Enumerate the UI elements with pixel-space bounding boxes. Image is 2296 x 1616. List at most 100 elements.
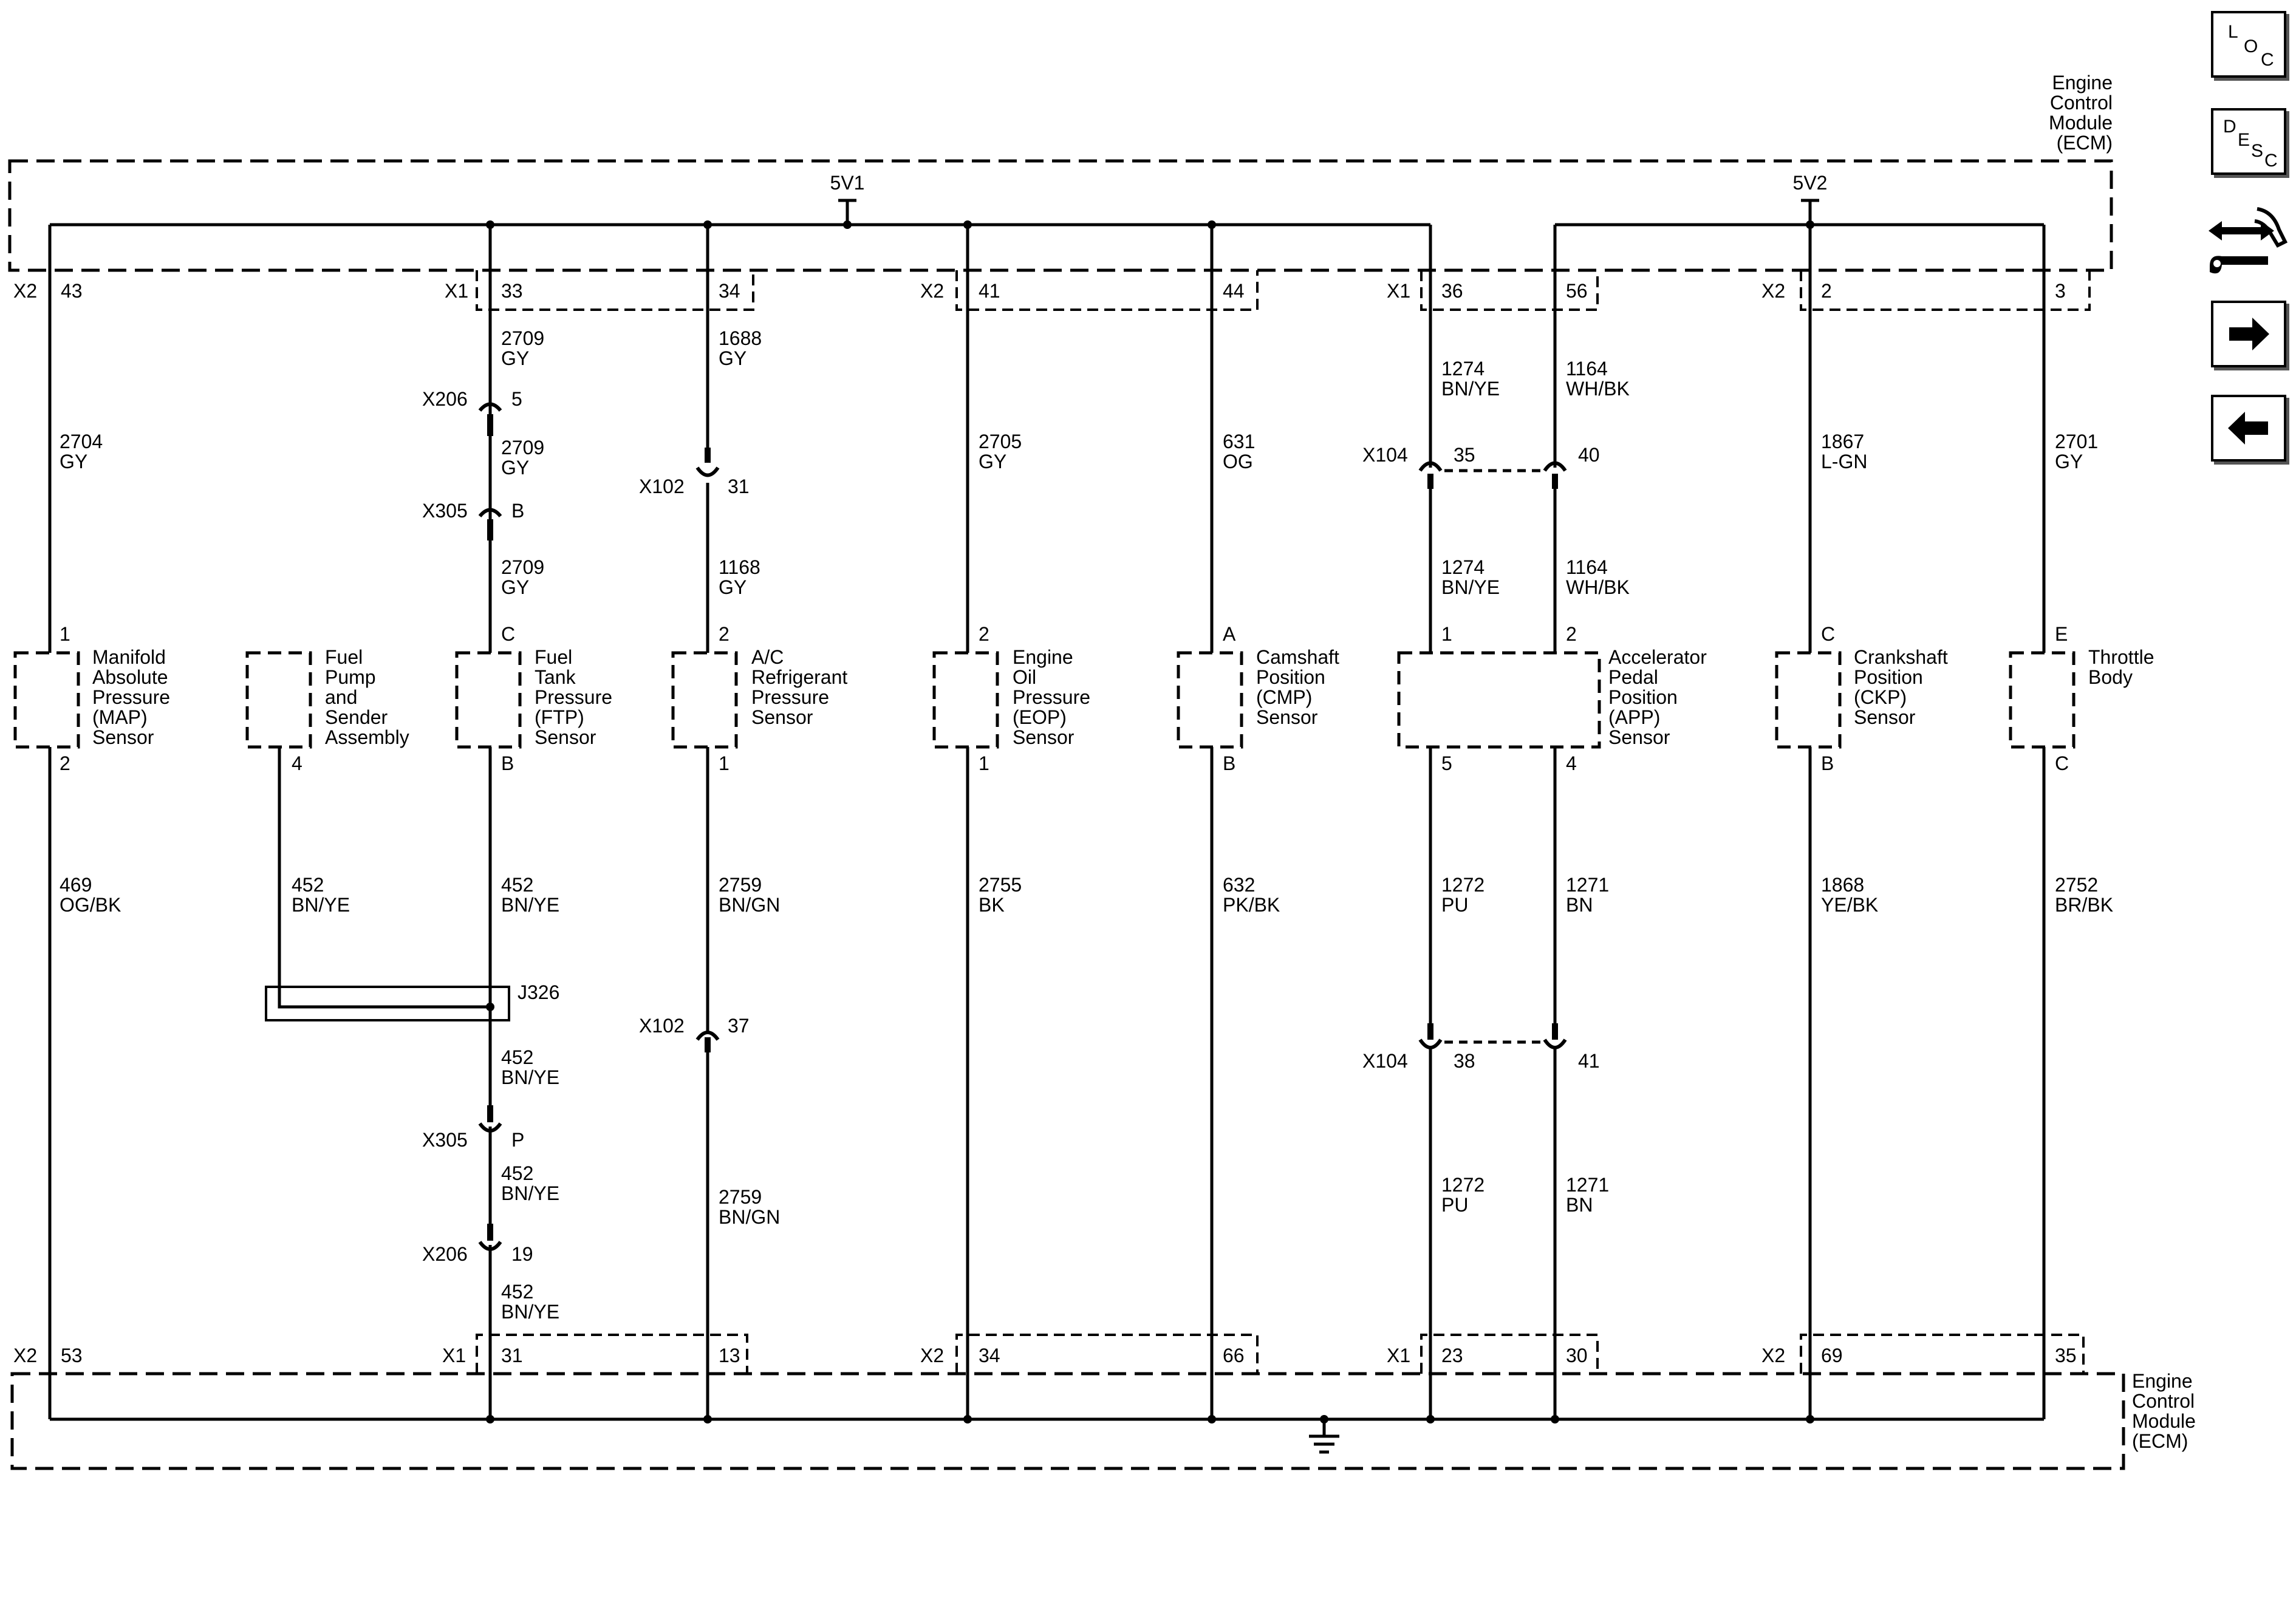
splice-j326 bbox=[265, 986, 510, 1021]
svg-text:GY: GY bbox=[719, 576, 747, 598]
svg-text:Sensor: Sensor bbox=[92, 726, 154, 748]
eop-sensor-box bbox=[932, 651, 999, 749]
svg-text:BN/YE: BN/YE bbox=[1441, 576, 1500, 598]
svg-text:(EOP): (EOP) bbox=[1013, 706, 1067, 728]
svg-text:C: C bbox=[501, 623, 515, 645]
desc-button[interactable]: D E S C bbox=[2211, 108, 2286, 175]
connector-shells bbox=[476, 270, 2091, 1374]
svg-text:1272: 1272 bbox=[1441, 1174, 1485, 1196]
bottom-connector-labels: X2 X1 X2 X1 X2 53 31 13 34 66 23 30 69 3… bbox=[13, 1345, 2077, 1366]
svg-text:2759: 2759 bbox=[719, 874, 762, 896]
previous-arrow-icon bbox=[2228, 412, 2268, 445]
svg-text:4: 4 bbox=[292, 752, 302, 774]
svg-text:Pedal: Pedal bbox=[1608, 666, 1658, 688]
previous-button[interactable] bbox=[2211, 395, 2286, 462]
svg-text:19: 19 bbox=[511, 1243, 533, 1265]
svg-text:23: 23 bbox=[1441, 1345, 1463, 1366]
svg-text:C: C bbox=[1821, 623, 1835, 645]
svg-text:L-GN: L-GN bbox=[1821, 451, 1867, 472]
svg-text:Tank: Tank bbox=[535, 666, 576, 688]
svg-text:1: 1 bbox=[719, 752, 729, 774]
svg-text:2705: 2705 bbox=[979, 431, 1022, 452]
svg-text:E: E bbox=[2055, 623, 2068, 645]
svg-text:Body: Body bbox=[2088, 666, 2133, 688]
component-ckp-labels: C B Crankshaft Position (CKP) Sensor bbox=[1821, 623, 1948, 774]
supply-5v1-label: 5V1 bbox=[830, 172, 865, 194]
svg-text:2: 2 bbox=[719, 623, 729, 645]
svg-text:BK: BK bbox=[979, 894, 1005, 916]
next-arrow-icon bbox=[2229, 318, 2269, 350]
svg-text:1271: 1271 bbox=[1566, 874, 1609, 896]
svg-text:Pressure: Pressure bbox=[92, 686, 170, 708]
svg-text:BN: BN bbox=[1566, 894, 1593, 916]
svg-text:36: 36 bbox=[1441, 280, 1463, 302]
svg-text:1868: 1868 bbox=[1821, 874, 1864, 896]
svg-text:30: 30 bbox=[1566, 1345, 1588, 1366]
svg-text:X2: X2 bbox=[1761, 280, 1785, 302]
svg-text:A/C: A/C bbox=[751, 646, 784, 668]
svg-text:X1: X1 bbox=[1387, 280, 1410, 302]
svg-text:69: 69 bbox=[1821, 1345, 1843, 1366]
svg-text:Sensor: Sensor bbox=[535, 726, 596, 748]
svg-text:(ECM): (ECM) bbox=[2132, 1430, 2188, 1452]
svg-text:5: 5 bbox=[1441, 752, 1452, 774]
svg-text:Pump: Pump bbox=[325, 666, 376, 688]
loc-button[interactable]: L O C bbox=[2211, 11, 2286, 78]
svg-text:41: 41 bbox=[1578, 1050, 1600, 1072]
svg-text:Sensor: Sensor bbox=[1854, 706, 1916, 728]
svg-text:1688: 1688 bbox=[719, 327, 762, 349]
component-map-labels: 1 2 Manifold Absolute Pressure (MAP) Sen… bbox=[60, 623, 170, 774]
svg-text:GY: GY bbox=[501, 457, 529, 479]
svg-text:35: 35 bbox=[1454, 444, 1475, 466]
svg-text:X2: X2 bbox=[920, 1345, 944, 1366]
svg-text:2709: 2709 bbox=[501, 327, 544, 349]
component-ac-labels: 2 1 A/C Refrigerant Pressure Sensor bbox=[719, 623, 847, 774]
svg-text:2: 2 bbox=[979, 623, 989, 645]
svg-text:Throttle: Throttle bbox=[2088, 646, 2154, 668]
loc-button-letters: L O C bbox=[2228, 22, 2274, 70]
svg-text:Sensor: Sensor bbox=[1608, 726, 1670, 748]
svg-text:PU: PU bbox=[1441, 1194, 1468, 1216]
svg-text:1164: 1164 bbox=[1566, 358, 1608, 380]
svg-text:Manifold: Manifold bbox=[92, 646, 166, 668]
svg-text:Absolute: Absolute bbox=[92, 666, 168, 688]
svg-text:2701: 2701 bbox=[2055, 431, 2098, 452]
svg-text:Module: Module bbox=[2132, 1410, 2196, 1432]
ecm-top-housing bbox=[8, 159, 2113, 272]
svg-text:YE/BK: YE/BK bbox=[1821, 894, 1878, 916]
svg-text:Pressure: Pressure bbox=[535, 686, 612, 708]
svg-text:1274: 1274 bbox=[1441, 556, 1485, 578]
svg-text:Camshaft: Camshaft bbox=[1256, 646, 1339, 668]
svg-text:31: 31 bbox=[728, 476, 750, 497]
svg-text:PU: PU bbox=[1441, 894, 1468, 916]
next-button[interactable] bbox=[2211, 301, 2286, 367]
svg-text:33: 33 bbox=[501, 280, 523, 302]
svg-text:GY: GY bbox=[501, 576, 529, 598]
svg-text:13: 13 bbox=[719, 1345, 740, 1366]
svg-text:2759: 2759 bbox=[719, 1186, 762, 1208]
svg-text:2: 2 bbox=[1821, 280, 1832, 302]
svg-text:1271: 1271 bbox=[1566, 1174, 1609, 1196]
svg-text:WH/BK: WH/BK bbox=[1566, 576, 1630, 598]
svg-text:A: A bbox=[1223, 623, 1236, 645]
svg-text:BN/GN: BN/GN bbox=[719, 894, 780, 916]
ecm-bottom-housing bbox=[10, 1372, 2125, 1470]
svg-text:452: 452 bbox=[501, 1162, 533, 1184]
svg-text:GY: GY bbox=[501, 347, 529, 369]
component-repair-icon[interactable] bbox=[2205, 205, 2290, 284]
svg-text:and: and bbox=[325, 686, 357, 708]
svg-text:X104: X104 bbox=[1362, 1050, 1408, 1072]
top-connector-labels: X2 X1 X2 X1 X2 43 33 34 41 44 36 56 2 3 bbox=[13, 280, 2066, 302]
svg-text:BN/YE: BN/YE bbox=[501, 1066, 559, 1088]
svg-text:Fuel: Fuel bbox=[325, 646, 363, 668]
svg-text:469: 469 bbox=[60, 874, 92, 896]
svg-text:Module: Module bbox=[2049, 112, 2113, 134]
svg-text:X2: X2 bbox=[13, 1345, 37, 1366]
supply-5v2-label: 5V2 bbox=[1793, 172, 1828, 194]
svg-text:41: 41 bbox=[979, 280, 1000, 302]
svg-text:(FTP): (FTP) bbox=[535, 706, 584, 728]
svg-text:2704: 2704 bbox=[60, 431, 103, 452]
svg-text:Position: Position bbox=[1608, 686, 1678, 708]
